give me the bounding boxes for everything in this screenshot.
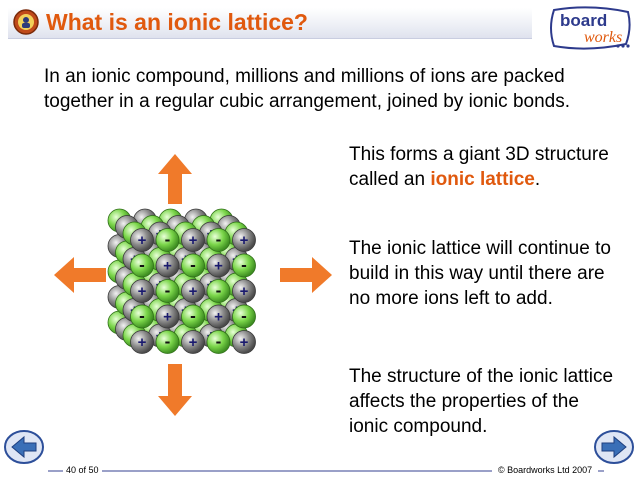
negative-charge-symbol: -: [190, 256, 196, 275]
positive-charge-symbol: +: [138, 334, 147, 351]
arrow-up-icon: [158, 154, 192, 204]
positive-ion: [181, 228, 205, 252]
positive-ion: [130, 330, 154, 354]
negative-ion: [155, 228, 180, 252]
brand-word-works: works: [584, 29, 622, 46]
boardworks-logo: board works: [548, 6, 632, 50]
positive-ion: [181, 279, 205, 303]
ion-grid: -+-+-+-+-+-+-+-+-+-+-+-+-+-+-+-+-+-+-+-+…: [107, 208, 256, 354]
positive-charge-symbol: +: [163, 309, 172, 326]
positive-ion: [130, 279, 154, 303]
negative-charge-symbol: -: [241, 307, 247, 326]
negative-ion: [130, 304, 154, 329]
ionic-lattice-illustration: -+-+-+-+-+-+-+-+-+-+-+-+-+-+-+-+-+-+-+-+…: [54, 154, 332, 416]
lattice-description-end: .: [534, 169, 541, 190]
negative-charge-symbol: -: [216, 230, 222, 249]
positive-charge-symbol: +: [240, 283, 249, 300]
positive-charge-symbol: +: [214, 258, 223, 275]
negative-ion: [181, 304, 205, 329]
negative-ion: [206, 279, 231, 303]
boardworks-seal-icon: [13, 9, 39, 35]
positive-ion: [232, 330, 256, 354]
negative-charge-symbol: -: [216, 332, 222, 351]
negative-ion: [232, 253, 256, 278]
positive-ion: [155, 253, 180, 278]
positive-charge-symbol: +: [163, 258, 172, 275]
positive-ion: [206, 253, 231, 278]
arrow-down-icon: [158, 364, 192, 416]
positive-charge-symbol: +: [189, 232, 198, 249]
arrow-left-icon: [11, 435, 37, 459]
negative-ion: [232, 304, 256, 329]
negative-ion: [155, 279, 180, 303]
negative-charge-symbol: -: [216, 281, 222, 300]
lattice-properties-paragraph: The structure of the ionic lattice affec…: [349, 366, 614, 437]
intro-paragraph: In an ionic compound, millions and milli…: [44, 66, 570, 112]
footer-divider: [102, 470, 492, 472]
negative-charge-symbol: -: [241, 256, 247, 275]
arrow-right-expand-icon: [280, 257, 332, 293]
next-slide-button[interactable]: [594, 430, 634, 464]
negative-ion: [206, 228, 231, 252]
footer-divider: [598, 470, 604, 472]
prev-slide-button[interactable]: [4, 430, 44, 464]
arrow-left-expand-icon: [54, 257, 106, 293]
positive-charge-symbol: +: [214, 309, 223, 326]
lattice-description-start: This forms a giant 3D structure called a…: [349, 144, 609, 190]
negative-ion: [206, 330, 231, 354]
page-title: What is an ionic lattice?: [46, 9, 308, 35]
positive-ion: [155, 304, 180, 329]
positive-charge-symbol: +: [189, 283, 198, 300]
positive-charge-symbol: +: [138, 232, 147, 249]
title-bar: [8, 8, 532, 39]
positive-charge-symbol: +: [189, 334, 198, 351]
page-number: 40 of 50: [66, 465, 99, 475]
positive-charge-symbol: +: [240, 334, 249, 351]
negative-charge-symbol: -: [165, 332, 171, 351]
negative-charge-symbol: -: [165, 230, 171, 249]
negative-ion: [181, 253, 205, 278]
positive-ion: [206, 304, 231, 329]
arrow-right-icon: [601, 435, 627, 459]
ionic-lattice-term: ionic lattice: [430, 169, 535, 190]
copyright: © Boardworks Ltd 2007: [498, 465, 593, 475]
brand-word-board: board: [560, 11, 607, 30]
positive-ion: [232, 228, 256, 252]
negative-ion: [130, 253, 154, 278]
lattice-growth-paragraph: The ionic lattice will continue to build…: [349, 238, 611, 309]
negative-charge-symbol: -: [139, 307, 145, 326]
lattice-description: This forms a giant 3D structure called a…: [349, 142, 619, 192]
positive-ion: [130, 228, 154, 252]
positive-charge-symbol: +: [240, 232, 249, 249]
negative-charge-symbol: -: [139, 256, 145, 275]
positive-ion: [232, 279, 256, 303]
footer-divider: [48, 470, 63, 472]
positive-charge-symbol: +: [138, 283, 147, 300]
negative-charge-symbol: -: [165, 281, 171, 300]
negative-charge-symbol: -: [190, 307, 196, 326]
negative-ion: [155, 330, 180, 354]
positive-ion: [181, 330, 205, 354]
